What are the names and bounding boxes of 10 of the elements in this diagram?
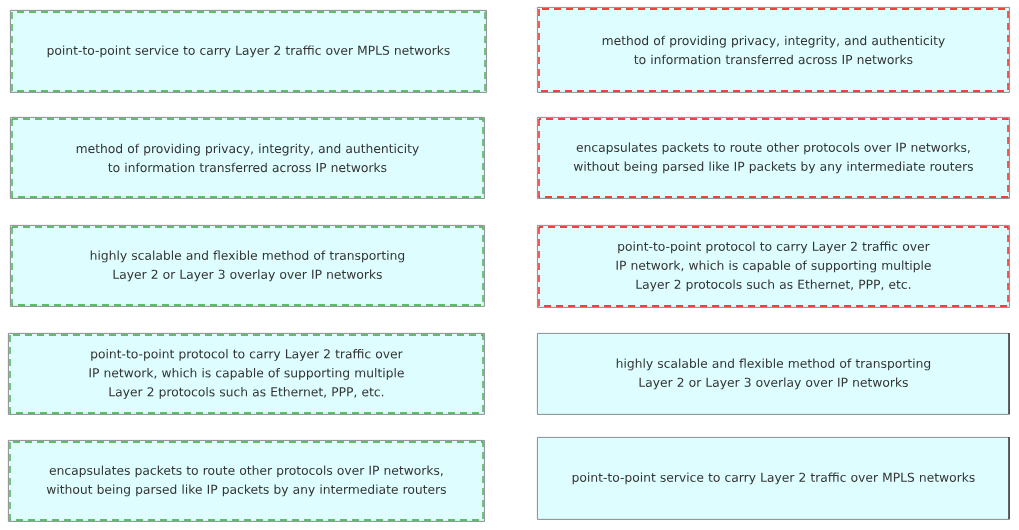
option-box: encapsulates packets to route other protocols over IP networks, without being parsed like IP packets by any intermediate routers — [537, 117, 1010, 199]
option-box: method of providing privacy, integrity, and authenticity to information transferred across IP networks — [10, 117, 485, 199]
option-box: point-to-point protocol to carry Layer 2 traffic over IP network, which is capable of supporting multiple Layer 2 protocols such as Ethernet, PPP, etc. — [537, 225, 1010, 308]
option-box: method of providing privacy, integrity, and authenticity to information transferred across IP networks — [537, 7, 1010, 93]
option-box: point-to-point service to carry Layer 2 traffic over MPLS networks — [537, 436, 1010, 520]
option-box: point-to-point protocol to carry Layer 2 traffic over IP network, which is capable of supporting multiple Layer 2 protocols such as Ethernet, PPP, etc. — [8, 333, 485, 415]
option-box: encapsulates packets to route other protocols over IP networks, without being parsed like IP packets by any intermediate routers — [8, 440, 485, 522]
option-box: highly scalable and flexible method of transporting Layer 2 or Layer 3 overlay over IP networks — [537, 332, 1010, 415]
option-box: highly scalable and flexible method of transporting Layer 2 or Layer 3 overlay over IP networks — [10, 225, 485, 307]
option-box: point-to-point service to carry Layer 2 traffic over MPLS networks — [10, 10, 487, 93]
